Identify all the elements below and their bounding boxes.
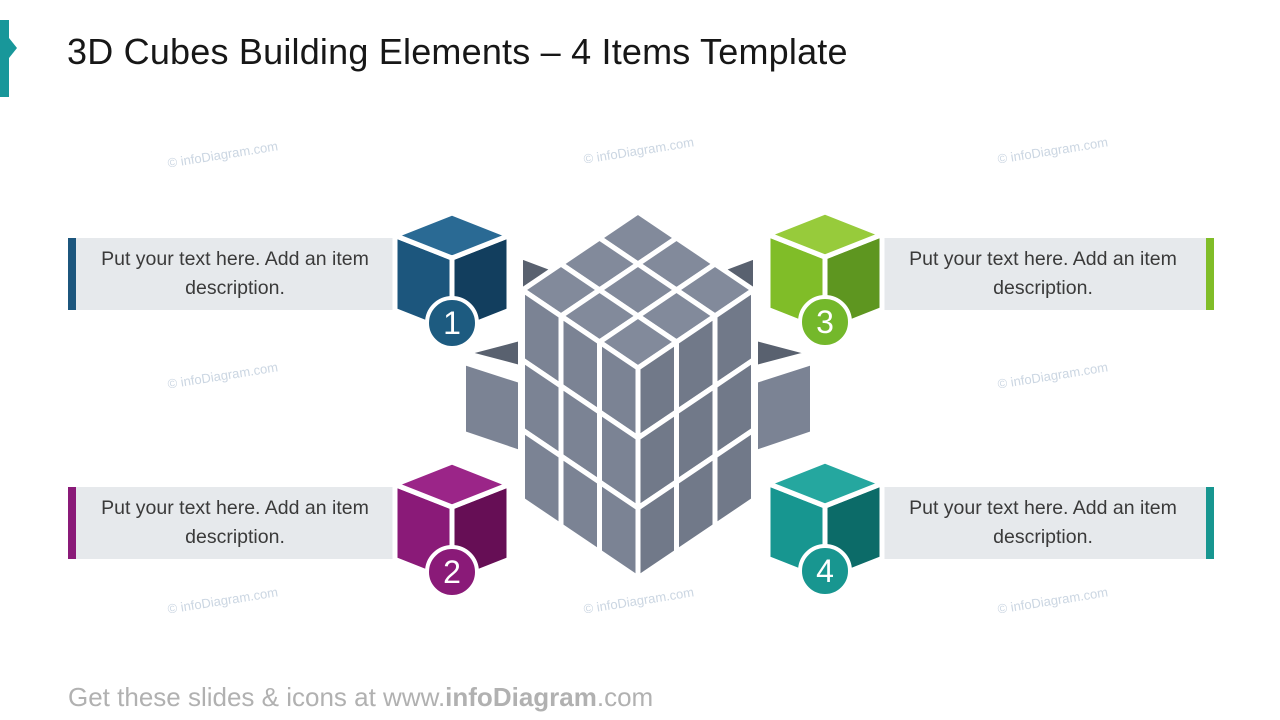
- item-3-text: Put your text here. Add an item descript…: [909, 248, 1177, 299]
- footer-brand-link[interactable]: infoDiagram: [445, 682, 597, 712]
- center-cube-face: [462, 361, 522, 454]
- center-3d-cube: [462, 209, 814, 581]
- watermark: © infoDiagram.com: [996, 134, 1109, 167]
- item-1-number: 1: [443, 305, 461, 341]
- accent-marker-bar: [0, 20, 9, 97]
- watermark: © infoDiagram.com: [996, 359, 1109, 392]
- cube-top-face: [392, 210, 512, 261]
- item-3-accent-bar: [1206, 238, 1214, 310]
- item-4-number: 4: [816, 553, 834, 589]
- cube-top-face: [765, 458, 885, 509]
- item-4-accent-bar: [1206, 487, 1214, 559]
- cube-top-face: [392, 459, 512, 510]
- item-3-text-box[interactable]: Put your text here. Add an item descript…: [880, 238, 1214, 310]
- item-1-cube-icon: 1: [392, 210, 512, 350]
- item-1-number-badge: [425, 296, 479, 350]
- watermark: © infoDiagram.com: [996, 584, 1109, 617]
- footer: Get these slides & icons at www.infoDiag…: [68, 682, 653, 713]
- item-4-text: Put your text here. Add an item descript…: [909, 497, 1177, 548]
- center-cube-face: [635, 479, 679, 581]
- watermark: © infoDiagram.com: [166, 138, 279, 171]
- item-4-cube-icon: 4: [765, 458, 885, 598]
- watermark: © infoDiagram.com: [582, 134, 695, 167]
- item-2-number-badge: [425, 545, 479, 599]
- item-1-text: Put your text here. Add an item descript…: [101, 248, 369, 299]
- item-2-number: 2: [443, 554, 461, 590]
- page-title: 3D Cubes Building Elements – 4 Items Tem…: [67, 31, 848, 72]
- accent-marker-arrow-icon: [9, 38, 17, 58]
- item-4-number-badge: [798, 544, 852, 598]
- watermark: © infoDiagram.com: [166, 584, 279, 617]
- cube-top-face: [765, 209, 885, 260]
- footer-text-suffix: .com: [596, 682, 654, 712]
- item-3-cube-icon: 3: [765, 209, 885, 349]
- center-cube-face: [754, 361, 814, 454]
- item-1-accent-bar: [68, 238, 76, 310]
- item-3-number-badge: [798, 295, 852, 349]
- item-2-text-box[interactable]: Put your text here. Add an item descript…: [68, 487, 455, 559]
- item-4-text-box[interactable]: Put your text here. Add an item descript…: [880, 487, 1214, 559]
- item-2-text: Put your text here. Add an item descript…: [101, 497, 369, 548]
- item-2-accent-bar: [68, 487, 76, 559]
- item-1-text-box[interactable]: Put your text here. Add an item descript…: [68, 238, 455, 310]
- footer-text: Get these slides & icons at www.: [68, 682, 446, 712]
- watermark: © infoDiagram.com: [166, 359, 279, 392]
- item-3-number: 3: [816, 304, 834, 340]
- item-2-cube-icon: 2: [392, 459, 512, 599]
